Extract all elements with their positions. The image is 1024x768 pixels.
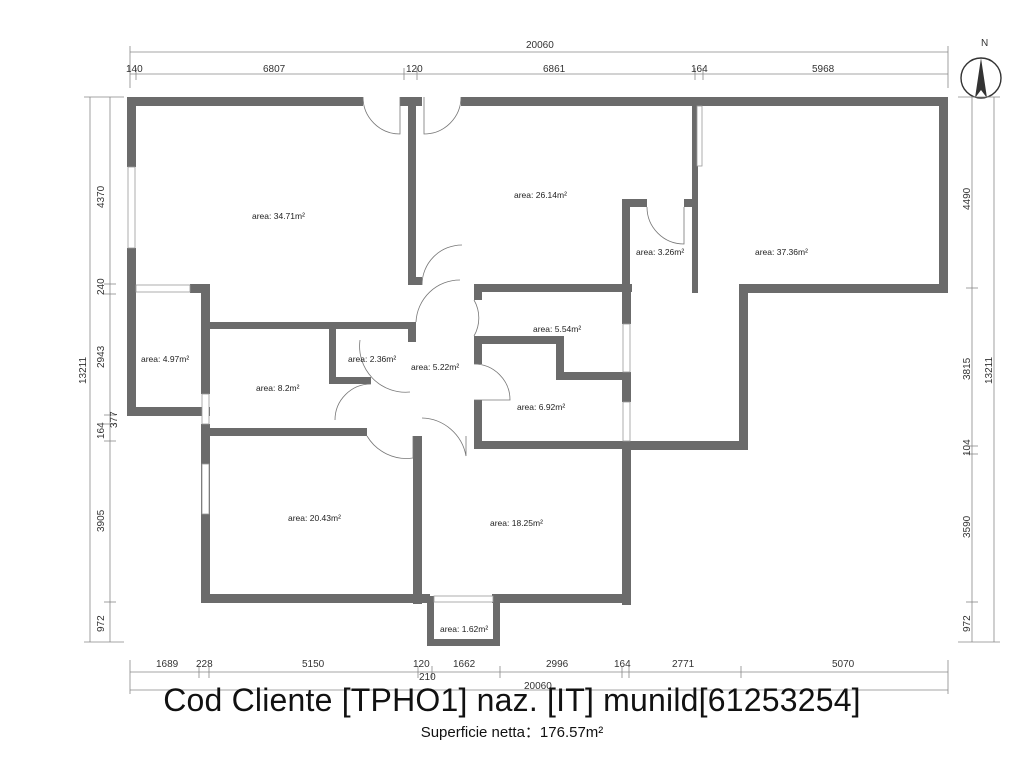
dim-right-4: 972 — [962, 615, 973, 632]
dim-bottom-extra: 210 — [419, 672, 436, 683]
dim-bottom-8: 5070 — [832, 659, 855, 670]
dim-left-total: 13211 — [78, 356, 89, 384]
footer-title: Cod Cliente [TPHO1] naz. [IT] munild[612… — [163, 682, 861, 718]
compass: N — [960, 38, 1002, 99]
walls — [127, 97, 948, 646]
dim-left-4: 164 — [96, 422, 107, 439]
dim-bottom-1: 228 — [196, 659, 213, 670]
dim-bottom-4: 1662 — [453, 659, 476, 670]
room-area-label: area: 5.22m² — [411, 362, 459, 372]
room-area-label: area: 34.71m² — [252, 211, 305, 221]
dim-right-3: 3590 — [962, 515, 973, 538]
dim-bottom-7: 2771 — [672, 659, 695, 670]
dim-top-3: 6861 — [543, 64, 566, 75]
dim-bottom-6: 164 — [614, 659, 631, 670]
dim-bottom-5: 2996 — [546, 659, 569, 670]
dim-right-0: 4490 — [962, 187, 973, 210]
room-area-label: area: 4.97m² — [141, 354, 189, 364]
dim-top-5: 5968 — [812, 64, 835, 75]
compass-label: N — [981, 38, 988, 49]
dim-bottom-total: 20060 — [524, 681, 552, 692]
room-area-label: area: 37.36m² — [755, 247, 808, 257]
north-arrow-needle — [975, 58, 987, 98]
dim-left-5: 3905 — [96, 509, 107, 532]
dim-right-1: 3815 — [962, 357, 973, 380]
right-dimensions: 4490 3815 104 3590 972 13211 — [958, 96, 1000, 643]
dim-left-0: 4370 — [96, 185, 107, 208]
dim-top-0: 140 — [126, 64, 143, 75]
dim-bottom-0: 1689 — [156, 659, 179, 670]
footer-subtitle: Superficie netta：176.57m² — [420, 724, 604, 741]
dim-left-3: 377 — [109, 411, 120, 428]
room-area-label: area: 8.2m² — [256, 383, 300, 393]
room-area-label: area: 26.14m² — [514, 190, 567, 200]
room-area-label: area: 2.36m² — [348, 354, 396, 364]
dim-left-6: 972 — [96, 615, 107, 632]
bottom-dimensions: 1689 228 5150 120 1662 2996 164 2771 507… — [129, 659, 949, 694]
room-area-label: area: 6.92m² — [517, 402, 565, 412]
top-dimensions: 20060 140 6807 120 6861 164 5968 — [126, 40, 949, 88]
dim-left-2: 2943 — [96, 345, 107, 368]
room-labels: area: 34.71m² area: 26.14m² area: 3.26m²… — [141, 190, 808, 634]
dim-right-2: 104 — [962, 439, 973, 456]
dim-top-1: 6807 — [263, 64, 286, 75]
dim-left-1: 240 — [96, 278, 107, 295]
room-area-label: area: 3.26m² — [636, 247, 684, 257]
room-area-label: area: 20.43m² — [288, 513, 341, 523]
dim-top-2: 120 — [406, 64, 423, 75]
room-area-label: area: 5.54m² — [533, 324, 581, 334]
dim-top-total: 20060 — [526, 40, 554, 51]
dim-right-total: 13211 — [984, 356, 995, 384]
room-area-label: area: 18.25m² — [490, 518, 543, 528]
doors — [334, 96, 685, 459]
left-dimensions: 13211 4370 240 2943 377 164 3905 972 — [78, 96, 124, 643]
dim-bottom-3: 120 — [413, 659, 430, 670]
dim-top-4: 164 — [691, 64, 708, 75]
windows — [127, 105, 703, 603]
dim-bottom-2: 5150 — [302, 659, 325, 670]
room-area-label: area: 1.62m² — [440, 624, 488, 634]
